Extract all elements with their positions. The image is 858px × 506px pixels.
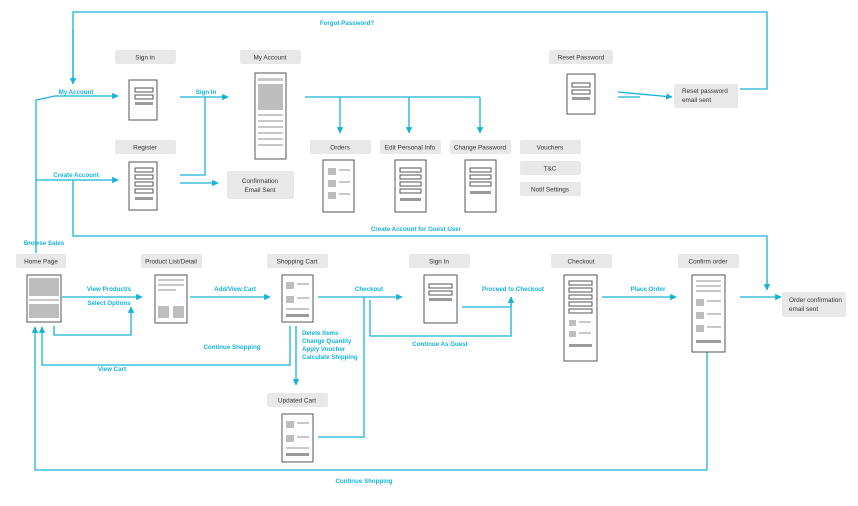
wireframe-home — [26, 274, 62, 323]
node-sign-in-mid: Sign In — [429, 259, 449, 266]
label-apply-voucher: Apply Voucher — [302, 346, 346, 353]
wireframe-orders — [322, 159, 355, 213]
node-order-email-box — [782, 292, 846, 317]
edge-labels: Forgot Password? My Account Sign In Crea… — [24, 20, 666, 485]
label-delete-items: Delete Items — [302, 330, 339, 337]
node-cart-box — [267, 254, 328, 268]
label-checkout: Checkout — [355, 286, 383, 293]
node-my-account: My Account — [253, 55, 286, 62]
node-checkout: Checkout — [568, 259, 595, 266]
label-create-account: Create Account — [53, 172, 99, 179]
node-reset-email-box — [674, 84, 738, 108]
label-guest-account: Create Account for Guest User — [371, 226, 462, 233]
label-continue-shopping-1: Continue Shopping — [203, 344, 260, 351]
flow-lines — [31, 11, 782, 471]
wireframe-register — [128, 161, 158, 211]
node-titles: Sign in My Account Reset Password Reset … — [16, 50, 846, 407]
node-notif-box — [520, 182, 581, 196]
node-sign-in-mid-box — [409, 254, 470, 268]
wireframe-reset-password — [566, 73, 596, 115]
wireframe-confirm-order — [691, 274, 726, 353]
node-edit-info: Edit Personal Info — [385, 145, 436, 152]
edge-updated-checkout — [318, 297, 365, 438]
label-sign-in: Sign In — [196, 89, 217, 96]
wireframe-my-account — [254, 72, 287, 160]
node-register-box — [115, 140, 176, 154]
node-confirmation-line1: Confirmation — [242, 178, 279, 185]
wireframe-cart — [281, 274, 314, 323]
node-cart: Shopping Cart — [277, 259, 318, 266]
label-forgot-password: Forgot Password? — [320, 20, 375, 27]
label-proceed-to-checkout: Proceed to Checkout — [482, 286, 544, 293]
node-vouchers-box — [520, 140, 581, 154]
edge-view-cart — [38, 326, 291, 366]
edge-reset-email — [617, 91, 673, 100]
node-tc-box — [520, 161, 581, 175]
node-notif: Notif Settings — [531, 187, 569, 194]
label-place-order: Place Order — [631, 286, 666, 293]
node-edit-info-box — [380, 140, 441, 154]
edge-my-account — [35, 92, 119, 253]
node-orders-box — [310, 140, 371, 154]
node-confirmation-box — [227, 171, 294, 199]
edge-continue-shopping-bottom — [31, 326, 708, 471]
node-order-email-line2: email sent — [789, 306, 818, 313]
edge-guest-account — [72, 180, 771, 291]
node-reset-email-line1: Reset password — [682, 88, 728, 95]
edge-proceed — [462, 296, 515, 308]
node-confirm-order-box — [678, 254, 739, 268]
node-confirm-order: Confirm order — [688, 259, 728, 266]
edge-register-myaccount — [180, 97, 206, 176]
wireframe-sign-in-top — [128, 79, 158, 121]
wireframe-product — [154, 274, 188, 324]
label-calculate-shipping: Calculate Shipping — [302, 354, 358, 361]
label-browse-sales: Browse Sales — [24, 240, 65, 247]
wireframe-updated-cart — [281, 413, 314, 463]
label-select-options: Select Options — [87, 300, 131, 307]
edge-forgot-line — [72, 11, 768, 90]
node-updated-cart-box — [267, 393, 328, 407]
label-view-products: View Product/s — [87, 286, 132, 293]
label-change-quantity: Change Quantity — [302, 338, 352, 345]
label-my-account: My Account — [59, 89, 94, 96]
node-home: Home Page — [24, 259, 58, 266]
label-continue-shopping-2: Continue Shopping — [335, 478, 392, 485]
wireframes — [26, 72, 726, 463]
node-home-box — [16, 254, 66, 268]
wireframe-edit-info — [394, 159, 427, 213]
node-order-email-line1: Order confirmation — [789, 297, 842, 304]
node-sign-in-top-box — [115, 50, 176, 64]
label-continue-as-guest: Continue As Guest — [412, 341, 467, 348]
edge-continue-guest — [369, 300, 512, 337]
node-orders: Orders — [330, 145, 350, 152]
wireframe-sign-in-mid — [423, 274, 458, 324]
wireframe-checkout — [563, 274, 598, 362]
node-confirmation-line2: Email Sent — [245, 187, 276, 194]
node-updated-cart: Updated Cart — [278, 398, 316, 405]
node-reset-password-box — [549, 50, 613, 64]
node-my-account-box — [240, 50, 301, 64]
edge-select-options — [53, 306, 135, 336]
node-change-password-box — [450, 140, 511, 154]
node-sign-in-top: Sign in — [135, 55, 155, 62]
node-product-box — [141, 254, 202, 268]
node-reset-password: Reset Password — [558, 55, 605, 62]
label-view-cart: View Cart — [98, 366, 126, 373]
node-vouchers: Vouchers — [537, 145, 564, 152]
node-change-password: Change Password — [454, 145, 507, 152]
node-register: Register — [133, 145, 158, 152]
wireframe-change-password — [464, 159, 497, 213]
node-checkout-box — [551, 254, 612, 268]
node-tc: T&C — [544, 166, 557, 173]
label-add-view-cart: Add/View Cart — [214, 286, 256, 293]
node-reset-email-line2: email sent — [682, 97, 711, 104]
node-product: Product List/Detail — [145, 259, 197, 266]
